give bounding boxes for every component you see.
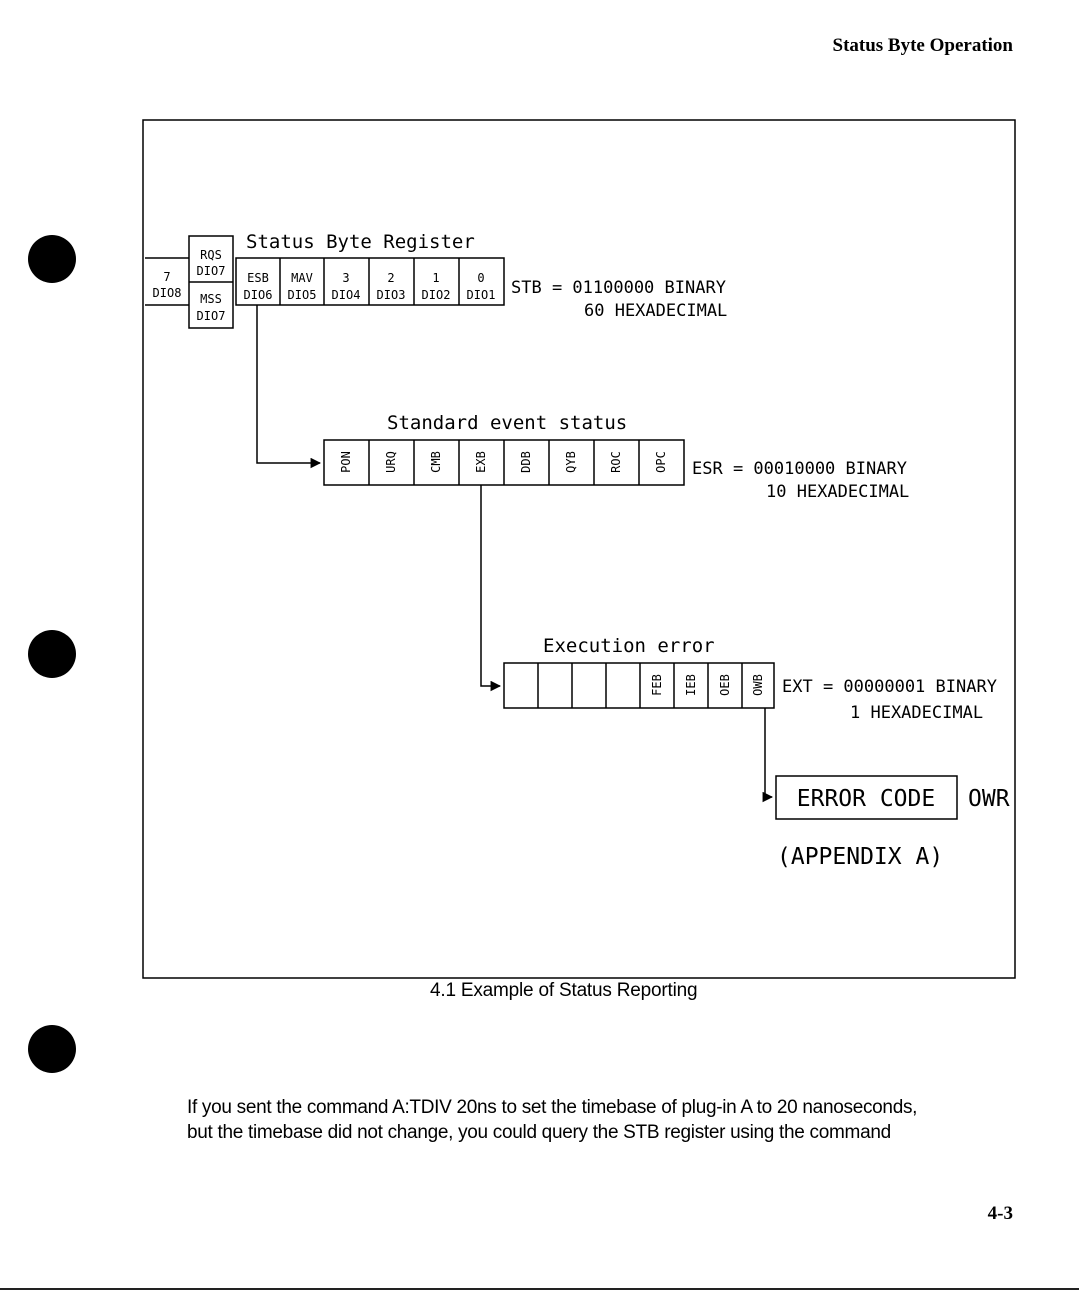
sbr-cell-esb-dio: DIO6 — [244, 288, 273, 302]
stb-value: STB = 01100000 BINARY — [511, 278, 726, 298]
bottom-rule — [0, 1288, 1079, 1290]
bit7-label: 7 — [163, 270, 170, 284]
exe-cell-owb: OWB — [751, 674, 765, 696]
sbr-cell-2-dio: DIO3 — [377, 288, 406, 302]
sbr-cell-2: 2 — [387, 271, 394, 285]
body-line-1: If you sent the command A:TDIV 20ns to s… — [187, 1097, 918, 1118]
esr-value: ESR = 00010000 BINARY — [692, 459, 907, 479]
exb-connector-arrow — [480, 485, 502, 692]
owb-connector-arrow — [762, 708, 774, 803]
sbr-cell-mav-dio: DIO5 — [288, 288, 317, 302]
ses-cell-qyb: QYB — [564, 451, 578, 473]
sbr-cell-1: 1 — [432, 271, 439, 285]
sbr-bit-row — [235, 257, 505, 306]
ses-cell-ddb: DDB — [519, 451, 533, 473]
running-head: Status Byte Operation — [832, 35, 1014, 56]
esr-hex-value: 10 HEXADECIMAL — [766, 482, 909, 502]
rqs-label: RQS — [200, 248, 222, 262]
error-code-suffix: OWR — [968, 786, 1010, 812]
mss-dio-label: DIO7 — [197, 309, 226, 323]
sbr-cell-esb: ESB — [247, 271, 269, 285]
binder-hole-top — [28, 235, 76, 283]
binder-hole-middle — [28, 630, 76, 678]
ses-cell-opc: OPC — [654, 451, 668, 473]
ses-cell-exb: EXB — [474, 451, 488, 473]
ses-title: Standard event status — [387, 412, 627, 434]
ses-cell-cmb: CMB — [429, 451, 443, 473]
exe-cell-ieb: IEB — [684, 674, 698, 696]
status-reporting-figure: Status Byte Register RQS DIO7 MSS DIO7 7… — [142, 119, 1016, 979]
esb-connector-arrow — [256, 305, 322, 469]
ext-hex-value: 1 HEXADECIMAL — [850, 703, 983, 723]
exe-bit-row — [503, 662, 775, 709]
body-line-2: but the timebase did not change, you cou… — [187, 1122, 891, 1143]
sbr-cell-mav: MAV — [291, 271, 313, 285]
sbr-title: Status Byte Register — [246, 231, 475, 253]
page-number: 4-3 — [987, 1203, 1013, 1224]
sbr-cell-3-dio: DIO4 — [332, 288, 361, 302]
body-paragraph: If you sent the command A:TDIV 20ns to s… — [187, 1095, 1007, 1145]
binder-hole-bottom — [28, 1025, 76, 1073]
exe-title: Execution error — [543, 635, 715, 657]
figure-frame — [142, 119, 1016, 979]
stb-hex-value: 60 HEXADECIMAL — [584, 301, 727, 321]
sbr-cell-0-dio: DIO1 — [467, 288, 496, 302]
error-code-label: ERROR CODE — [797, 786, 935, 812]
ses-cell-roc: ROC — [609, 451, 623, 473]
sbr-cell-3: 3 — [342, 271, 349, 285]
rqs-dio-label: DIO7 — [197, 264, 226, 278]
ses-cell-pon: PON — [339, 451, 353, 473]
ses-cell-urq: URQ — [384, 451, 398, 473]
exe-cell-oeb: OEB — [718, 674, 732, 696]
ext-value: EXT = 00000001 BINARY — [782, 677, 997, 697]
error-code-box — [775, 775, 958, 820]
figure-caption: 4.1 Example of Status Reporting — [430, 980, 698, 1001]
appendix-reference: (APPENDIX A) — [777, 844, 943, 870]
exe-cell-feb: FEB — [650, 674, 664, 696]
bit7-dio-label: DIO8 — [153, 286, 182, 300]
mss-label: MSS — [200, 292, 222, 306]
sbr-cell-0: 0 — [477, 271, 484, 285]
sbr-cell-1-dio: DIO2 — [422, 288, 451, 302]
